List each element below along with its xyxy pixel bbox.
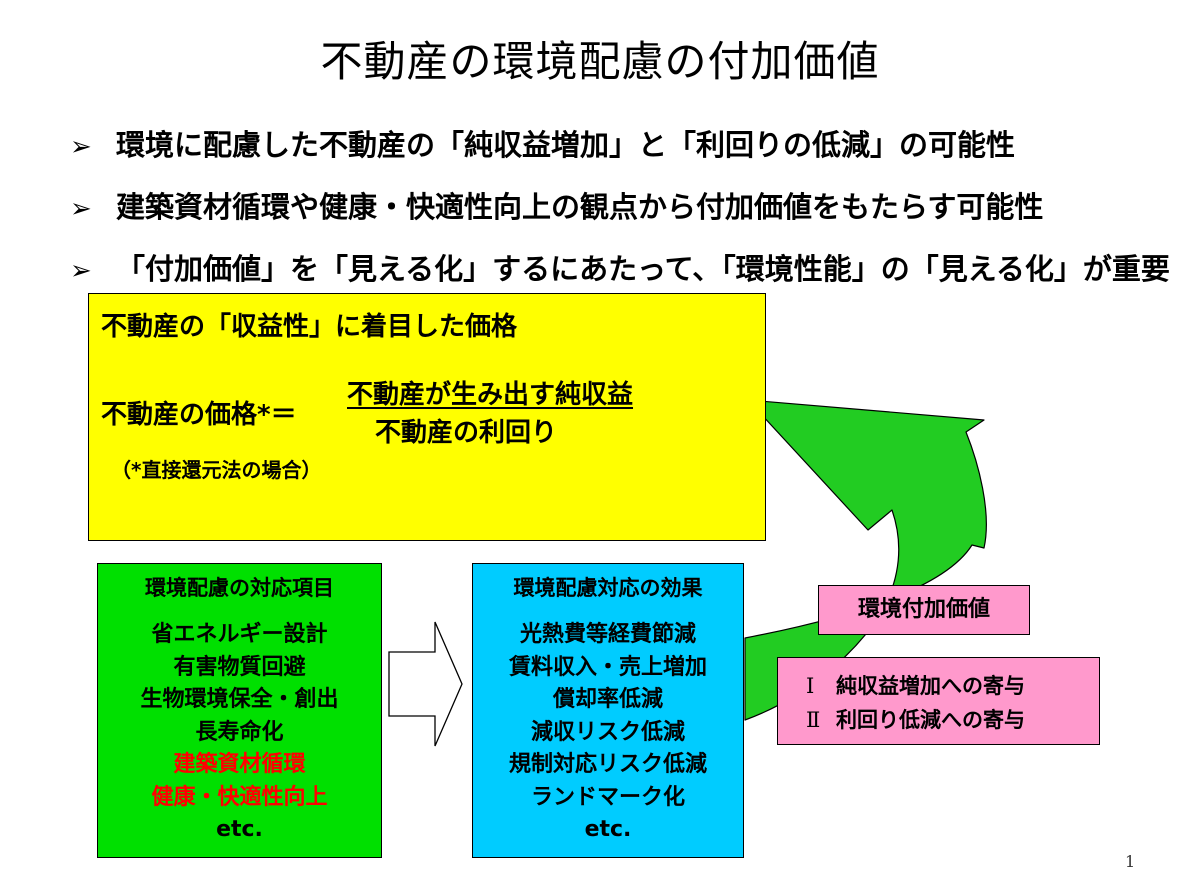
list-item: ランドマーク化 (530, 784, 685, 810)
bullet-arrow-icon: ➢ (70, 256, 92, 286)
roman-numeral: Ⅱ (806, 708, 821, 732)
slide-title: 不動産の環境配慮の付加価値 (320, 37, 880, 86)
effects-heading: 環境配慮対応の効果 (513, 576, 703, 600)
block-arrow-right-icon (388, 621, 463, 747)
bullet-item: ➢ 建築資材循環や健康・快適性向上の観点から付加価値をもたらす可能性 (70, 184, 1043, 226)
bullet-item: ➢ 「付加価値」を「見える化」するにあたって、「環境性能」の「見える化」が重要 (70, 246, 1170, 288)
list-item: etc. (216, 817, 263, 842)
measures-heading: 環境配慮の対応項目 (145, 576, 334, 600)
list-item: 減収リスク低減 (530, 719, 685, 745)
formula-lhs: 不動産の価格*＝ (101, 400, 297, 430)
bullet-text: 環境に配慮した不動産の「純収益増加」と「利回りの低減」の可能性 (116, 128, 1016, 162)
contribution-text: 純収益増加への寄与 (836, 674, 1025, 698)
contribution-item: Ⅱ 利回り低減への寄与 (806, 704, 1025, 734)
page-number: 1 (1125, 852, 1136, 871)
formula-numerator: 不動産が生み出す純収益 (347, 380, 634, 410)
list-item: 光熱費等経費節減 (519, 622, 696, 647)
list-item: 償却率低減 (552, 687, 663, 712)
list-item: 規制対応リスク低減 (508, 752, 707, 777)
effects-list: 光熱費等経費節減 賃料収入・売上増加 償却率低減 減収リスク低減 規制対応リスク… (473, 619, 743, 847)
measures-list: 省エネルギー設計 有害物質回避 生物環境保全・創出 長寿命化 建築資材循環 健康… (98, 619, 381, 847)
environmental-measures-box: 環境配慮の対応項目 省エネルギー設計 有害物質回避 生物環境保全・創出 長寿命化… (97, 563, 382, 858)
bullet-text: 「付加価値」を「見える化」するにあたって、「環境性能」の「見える化」が重要 (116, 252, 1170, 286)
list-item: etc. (584, 817, 632, 842)
bullet-item: ➢ 環境に配慮した不動産の「純収益増加」と「利回りの低減」の可能性 (70, 122, 1015, 164)
environmental-effects-box: 環境配慮対応の効果 光熱費等経費節減 賃料収入・売上増加 償却率低減 減収リスク… (472, 563, 744, 858)
list-item-highlight: 建築資材循環 (173, 752, 306, 777)
formula-note: （*直接還元法の場合） (111, 458, 322, 482)
bullet-text: 建築資材循環や健康・快適性向上の観点から付加価値をもたらす可能性 (116, 190, 1044, 224)
bullet-arrow-icon: ➢ (70, 132, 92, 162)
contributions-box: Ⅰ 純収益増加への寄与 Ⅱ 利回り低減への寄与 (777, 657, 1100, 745)
bullet-arrow-icon: ➢ (70, 194, 92, 224)
list-item: 賃料収入・売上増加 (508, 654, 707, 680)
list-item-highlight: 健康・快適性向上 (151, 784, 328, 810)
contribution-item: Ⅰ 純収益増加への寄与 (806, 670, 1025, 700)
added-value-label: 環境付加価値 (818, 585, 1030, 635)
list-item: 生物環境保全・創出 (140, 687, 339, 712)
roman-numeral: Ⅰ (806, 674, 815, 698)
price-box-heading: 不動産の「収益性」に着目した価格 (101, 312, 518, 342)
list-item: 有害物質回避 (173, 654, 306, 680)
contribution-text: 利回り低減への寄与 (836, 708, 1025, 732)
formula-denominator: 不動産の利回り (375, 418, 558, 448)
list-item: 長寿命化 (195, 719, 284, 745)
price-formula-box: 不動産の「収益性」に着目した価格 不動産の価格*＝ 不動産が生み出す純収益 不動… (88, 293, 766, 541)
list-item: 省エネルギー設計 (151, 622, 328, 647)
